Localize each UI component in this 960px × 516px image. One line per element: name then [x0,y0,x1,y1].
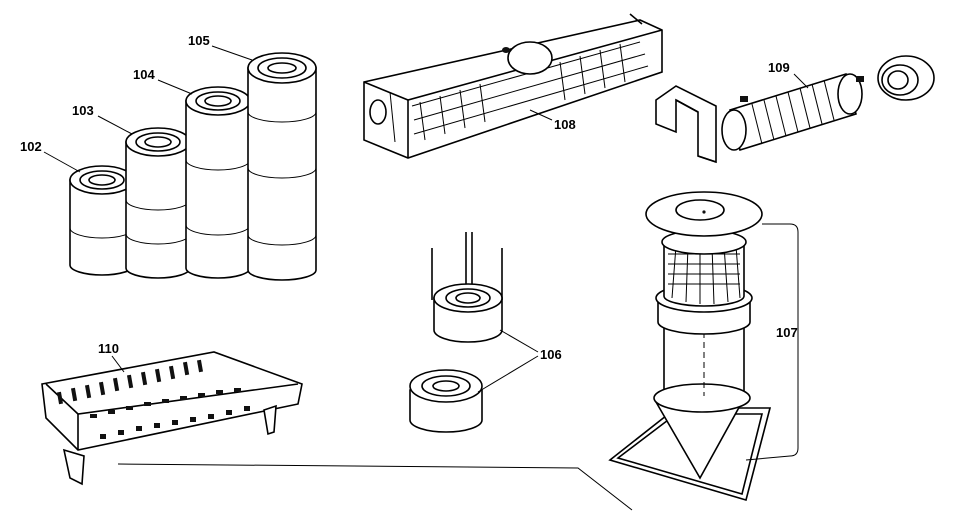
callout-102: 102 [20,139,42,154]
leader-line-110 [111,355,125,373]
spark-screen-mesh [668,245,741,305]
pipe-sleeve-106-lower [409,369,483,433]
callout-107: 107 [776,325,798,340]
pipe-sleeve-106-upper [431,232,503,343]
pipe-section-103 [125,127,191,279]
chimney-cap-assembly-107 [608,191,772,502]
callout-103: 103 [72,103,94,118]
callout-106: 106 [540,347,562,362]
callout-105: 105 [188,33,210,48]
pipe-section-102 [69,165,135,276]
callout-108: 108 [554,117,576,132]
flex-hose-109 [721,72,864,152]
fireplace-grate-110 [41,351,303,486]
collar-adapter [877,55,935,101]
hose-corrugations [751,79,835,145]
pipe-section-104 [185,86,251,279]
leader-lines-pipes [43,45,253,173]
blower-wheel-fins [419,43,626,141]
leader-bracket-107 [745,223,799,461]
callout-110: 110 [98,341,119,356]
callout-104: 104 [133,67,155,82]
baseline-rule [117,463,633,511]
leader-line-108 [529,109,553,121]
mounting-bracket [655,85,717,164]
grate-slots [56,359,250,439]
pipe-section-105 [247,52,317,281]
blower-assembly-108 [363,13,663,159]
leader-line-109 [793,73,809,89]
leader-lines-106 [477,329,539,393]
callout-109: 109 [768,60,790,75]
